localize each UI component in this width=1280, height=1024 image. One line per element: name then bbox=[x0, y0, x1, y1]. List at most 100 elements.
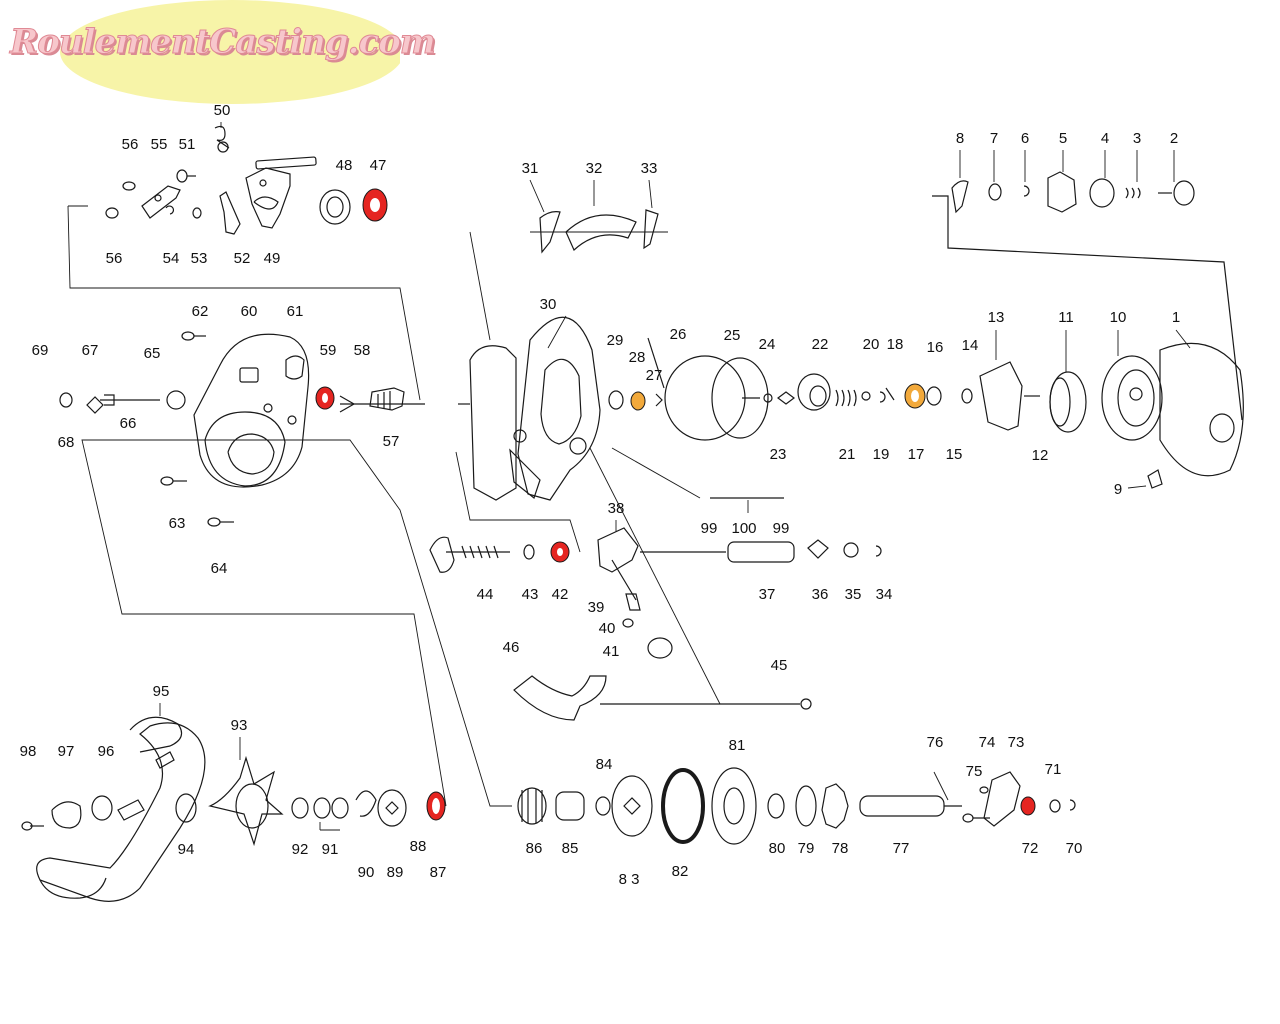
part-label-30: 30 bbox=[540, 296, 557, 313]
watermark-ellipse bbox=[60, 0, 400, 104]
part-label-75: 75 bbox=[966, 763, 983, 780]
part-label-41: 41 bbox=[603, 643, 620, 660]
part-label-33: 33 bbox=[641, 160, 658, 177]
part-label-64: 64 bbox=[211, 560, 228, 577]
part-label-34: 34 bbox=[876, 586, 893, 603]
part-label-60: 60 bbox=[241, 303, 258, 320]
part-label-31: 31 bbox=[522, 160, 539, 177]
part-label-68: 68 bbox=[58, 434, 75, 451]
part-label-47: 47 bbox=[370, 157, 387, 174]
part-label-84: 84 bbox=[596, 756, 613, 773]
part-label-55: 55 bbox=[151, 136, 168, 153]
part-label-78: 78 bbox=[832, 840, 849, 857]
part-label-91: 91 bbox=[322, 841, 339, 858]
part-label-28: 28 bbox=[629, 349, 646, 366]
part-label-6: 6 bbox=[1021, 130, 1029, 147]
part-label-92: 92 bbox=[292, 841, 309, 858]
drive-gear-assembly bbox=[517, 767, 1076, 845]
watermark-logo: RoulementCasting.com bbox=[0, 0, 436, 110]
part-label-7: 7 bbox=[990, 130, 998, 147]
part-label-100: 100 bbox=[731, 520, 756, 537]
part-label-4: 4 bbox=[1101, 130, 1109, 147]
part-label-36: 36 bbox=[812, 586, 829, 603]
part-label-81: 81 bbox=[729, 737, 746, 754]
part-label-52: 52 bbox=[234, 250, 251, 267]
part-label-86: 86 bbox=[526, 840, 543, 857]
part-label-5: 5 bbox=[1059, 130, 1067, 147]
top-right-parts bbox=[932, 171, 1243, 421]
part-label-32: 32 bbox=[586, 160, 603, 177]
part-label-48: 48 bbox=[336, 157, 353, 174]
part-label-89: 89 bbox=[387, 864, 404, 881]
part-label-38: 38 bbox=[608, 500, 625, 517]
part-label-56b: 56 bbox=[106, 250, 123, 267]
part-label-17: 17 bbox=[908, 446, 925, 463]
part-label-8: 8 bbox=[956, 130, 964, 147]
part-label-76: 76 bbox=[927, 734, 944, 751]
top-left-assembly bbox=[105, 125, 351, 235]
part-label-56a: 56 bbox=[122, 136, 139, 153]
part-label-93: 93 bbox=[231, 717, 248, 734]
part-label-24: 24 bbox=[759, 336, 776, 353]
part-label-69: 69 bbox=[32, 342, 49, 359]
part-label-97: 97 bbox=[58, 743, 75, 760]
part-label-27: 27 bbox=[646, 367, 663, 384]
watermark-text: RoulementCasting.com bbox=[10, 22, 437, 63]
part-label-25: 25 bbox=[724, 327, 741, 344]
part-label-21: 21 bbox=[839, 446, 856, 463]
part-label-43: 43 bbox=[522, 586, 539, 603]
part-label-51: 51 bbox=[179, 136, 196, 153]
main-frame bbox=[458, 209, 659, 501]
part-label-79: 79 bbox=[798, 840, 815, 857]
part-label-99a: 99 bbox=[701, 520, 718, 537]
part-label-71: 71 bbox=[1045, 761, 1062, 778]
guide-lines bbox=[67, 205, 721, 807]
part-label-70: 70 bbox=[1066, 840, 1083, 857]
part-label-87: 87 bbox=[430, 864, 447, 881]
part-label-26: 26 bbox=[670, 326, 687, 343]
part-label-20: 20 bbox=[863, 336, 880, 353]
part-label-10: 10 bbox=[1110, 309, 1127, 326]
part-label-2: 2 bbox=[1170, 130, 1178, 147]
part-label-94: 94 bbox=[178, 841, 195, 858]
part-label-9: 9 bbox=[1114, 481, 1122, 498]
left-side-plate bbox=[59, 331, 425, 527]
part-label-65: 65 bbox=[144, 345, 161, 362]
part-label-66: 66 bbox=[120, 415, 137, 432]
part-label-63: 63 bbox=[169, 515, 186, 532]
part-label-16: 16 bbox=[927, 339, 944, 356]
part-label-72: 72 bbox=[1022, 840, 1039, 857]
part-label-85: 85 bbox=[562, 840, 579, 857]
part-label-45: 45 bbox=[771, 657, 788, 674]
part-label-13: 13 bbox=[988, 309, 1005, 326]
part-label-19: 19 bbox=[873, 446, 890, 463]
part-label-39: 39 bbox=[588, 599, 605, 616]
part-labels: 2 3 4 5 6 7 8 1 10 11 13 14 16 18 20 22 … bbox=[20, 102, 1181, 888]
part-label-99b: 99 bbox=[773, 520, 790, 537]
part-label-98: 98 bbox=[20, 743, 37, 760]
washer-82 bbox=[661, 768, 705, 844]
part-label-83: 8 3 bbox=[619, 871, 640, 888]
part-label-67: 67 bbox=[82, 342, 99, 359]
part-label-59: 59 bbox=[320, 342, 337, 359]
highlighted-bearings bbox=[315, 188, 1036, 844]
part-label-40: 40 bbox=[599, 620, 616, 637]
part-label-77: 77 bbox=[893, 840, 910, 857]
part-label-57: 57 bbox=[383, 433, 400, 450]
part-label-80: 80 bbox=[769, 840, 786, 857]
part-label-12: 12 bbox=[1032, 447, 1049, 464]
part-label-37: 37 bbox=[759, 586, 776, 603]
part-label-58: 58 bbox=[354, 342, 371, 359]
part-label-15: 15 bbox=[946, 446, 963, 463]
handle-assembly bbox=[21, 716, 407, 902]
part-label-23: 23 bbox=[770, 446, 787, 463]
part-label-44: 44 bbox=[477, 586, 494, 603]
bearing-72 bbox=[1020, 796, 1036, 816]
part-label-82: 82 bbox=[672, 863, 689, 880]
spool-assembly bbox=[608, 337, 1244, 489]
part-label-62: 62 bbox=[192, 303, 209, 320]
part-label-74: 74 bbox=[979, 734, 996, 751]
part-label-35: 35 bbox=[845, 586, 862, 603]
